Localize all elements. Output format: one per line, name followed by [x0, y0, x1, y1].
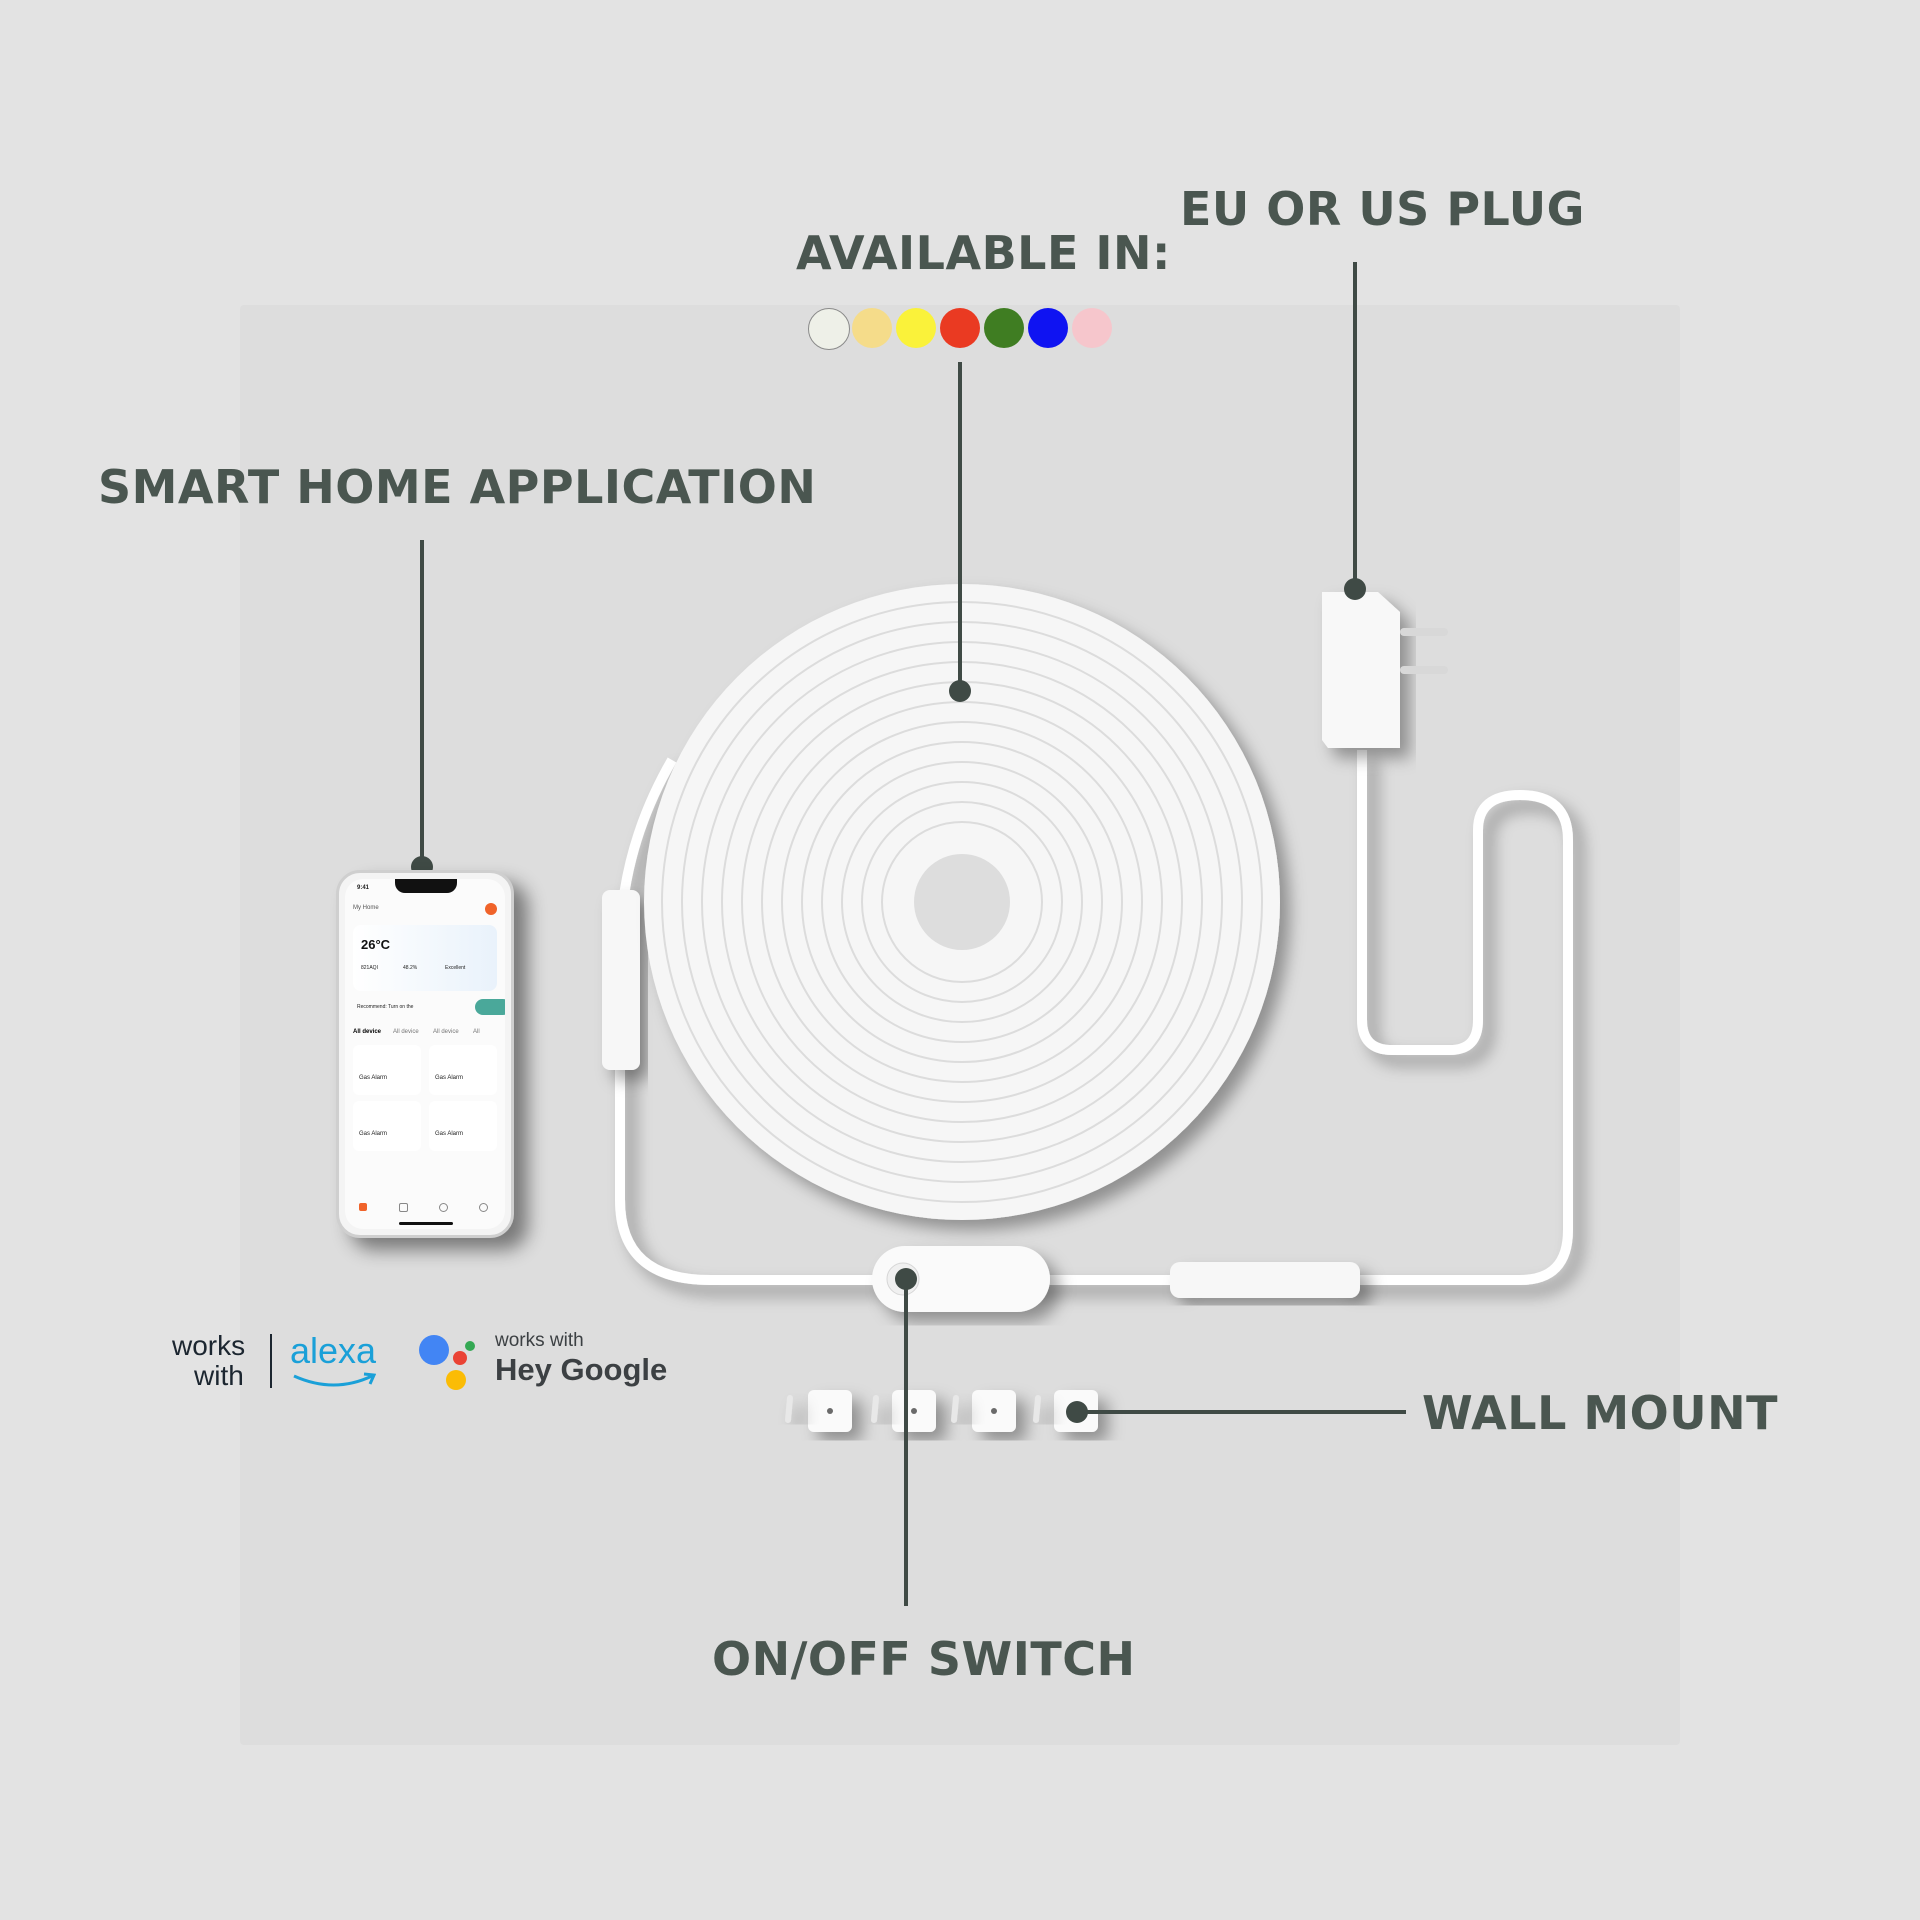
- device-name: Gas Alarm: [435, 1131, 464, 1137]
- color-swatch: [808, 308, 850, 350]
- app-callout-line: [420, 540, 424, 868]
- plug-connector: [1170, 1262, 1360, 1298]
- alexa-logo-text: alexa: [290, 1330, 377, 1371]
- color-swatch: [984, 308, 1024, 348]
- on-off-switch-box: [872, 1246, 1050, 1312]
- device-name: Gas Alarm: [435, 1075, 464, 1081]
- weather-card: 26°C 821AQI 48.2% Excellent: [353, 925, 497, 991]
- air-quality-value: Excellent: [445, 965, 466, 971]
- device-name: Gas Alarm: [359, 1075, 388, 1081]
- phone-time: 9:41: [357, 885, 370, 891]
- colors-callout-dot: [949, 680, 971, 702]
- device-card[interactable]: Gas Alarm: [353, 1101, 421, 1151]
- device-tab[interactable]: All device: [393, 1029, 419, 1035]
- color-swatch: [896, 308, 936, 348]
- me-tab-icon[interactable]: [479, 1203, 488, 1212]
- smart-home-app-label: SMART HOME APPLICATION: [98, 460, 817, 514]
- device-name: Gas Alarm: [359, 1131, 388, 1137]
- wall-mount-callout-line: [1078, 1410, 1406, 1414]
- temperature: 26°C: [361, 937, 391, 952]
- plug-callout-line: [1353, 262, 1357, 586]
- colors-callout-line: [958, 362, 962, 692]
- device-tab[interactable]: All device: [433, 1029, 459, 1035]
- switch-callout-dot: [895, 1268, 917, 1290]
- color-swatch: [940, 308, 980, 348]
- switch-callout-line: [904, 1280, 908, 1606]
- plug-label: EU OR US PLUG: [1180, 182, 1585, 236]
- device-tab[interactable]: All device: [353, 1029, 382, 1035]
- alexa-with-text: with: [194, 1360, 244, 1391]
- color-swatch: [1028, 308, 1068, 348]
- hey-google-text: Hey Google: [495, 1352, 668, 1387]
- color-swatch: [852, 308, 892, 348]
- wall-mount-callout-dot: [1066, 1401, 1088, 1423]
- device-card[interactable]: Gas Alarm: [429, 1045, 497, 1095]
- phone-notch: [395, 879, 457, 893]
- alexa-works-text: works: [172, 1330, 246, 1361]
- smart-tab-icon[interactable]: [439, 1203, 448, 1212]
- plug-adapter: [1322, 592, 1400, 748]
- smartphone: 9:41 My Home 26°C 821AQI 48.2% Excellent…: [336, 870, 514, 1238]
- scene-tab-icon[interactable]: [399, 1203, 408, 1212]
- wall-mount-label: WALL MOUNT: [1422, 1386, 1779, 1440]
- alexa-divider: [270, 1334, 272, 1388]
- home-indicator: [399, 1222, 453, 1225]
- aqi-value: 821AQI: [361, 965, 378, 971]
- strip-connector: [602, 890, 640, 1070]
- google-works-with-text: works with: [495, 1330, 584, 1351]
- power-cable: [1340, 750, 1573, 1285]
- humidity-value: 48.2%: [403, 965, 418, 971]
- device-card[interactable]: Gas Alarm: [353, 1045, 421, 1095]
- alexa-smile-icon: [293, 1372, 376, 1387]
- add-button[interactable]: [485, 903, 497, 915]
- google-assistant-icon: [419, 1335, 475, 1390]
- home-tab-icon[interactable]: [359, 1203, 367, 1211]
- recommend-bar[interactable]: Recommend: Turn on the: [357, 1004, 414, 1010]
- phone-screen: 9:41 My Home 26°C 821AQI 48.2% Excellent…: [345, 879, 505, 1229]
- home-selector[interactable]: My Home: [353, 905, 379, 911]
- available-colors-label: AVAILABLE IN:: [796, 226, 1171, 280]
- device-tab[interactable]: All: [473, 1029, 480, 1035]
- leave-button[interactable]: [475, 999, 505, 1015]
- plug-callout-dot: [1344, 578, 1366, 600]
- device-card[interactable]: Gas Alarm: [429, 1101, 497, 1151]
- color-swatch: [1072, 308, 1112, 348]
- phone-tab-bar: [345, 1201, 505, 1219]
- on-off-switch-label: ON/OFF SWITCH: [712, 1632, 1136, 1686]
